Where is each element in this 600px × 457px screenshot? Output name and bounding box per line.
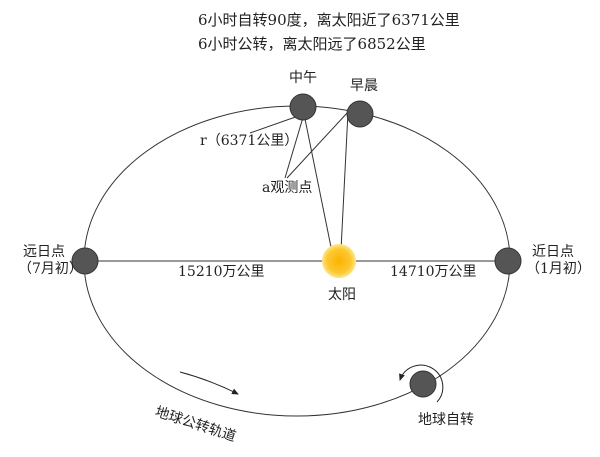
earth-morning: [346, 100, 374, 128]
noon-to-observer-line: [284, 113, 305, 179]
sun: [322, 244, 356, 278]
perihelion-time: （1月初）: [526, 261, 591, 277]
aphelion-time: （7月初）: [18, 261, 83, 277]
header-line-1: 6小时自转90度，离太阳近了6371公里: [198, 11, 460, 29]
label-perihelion: 近日点 （1月初）: [526, 244, 591, 278]
morning-to-sun-line: [340, 111, 349, 251]
orbit-direction-arrow-icon: [179, 371, 239, 395]
perihelion-name: 近日点: [532, 244, 574, 260]
label-aphelion-distance: 15210万公里: [178, 264, 265, 280]
label-observer: a观测点: [262, 180, 313, 196]
label-perihelion-distance: 14710万公里: [390, 264, 477, 280]
label-radius: r（6371公里）: [200, 133, 299, 149]
label-rotation: 地球自转: [418, 412, 474, 428]
label-noon: 中午: [289, 70, 317, 86]
earth-rotating: [409, 370, 437, 398]
morning-to-observer-line: [286, 111, 349, 179]
earth-perihelion: [494, 247, 522, 275]
earth-noon: [289, 93, 317, 121]
label-aphelion: 远日点 （7月初）: [18, 244, 83, 278]
label-morning: 早晨: [350, 78, 378, 94]
label-sun: 太阳: [328, 287, 356, 303]
earth-aphelion: [71, 247, 99, 275]
rotation-arrow-icon: [399, 364, 444, 403]
header-line-2: 6小时公转，离太阳远了6852公里: [198, 35, 426, 53]
aphelion-name: 远日点: [23, 244, 65, 260]
noon-to-sun-line: [303, 113, 333, 253]
